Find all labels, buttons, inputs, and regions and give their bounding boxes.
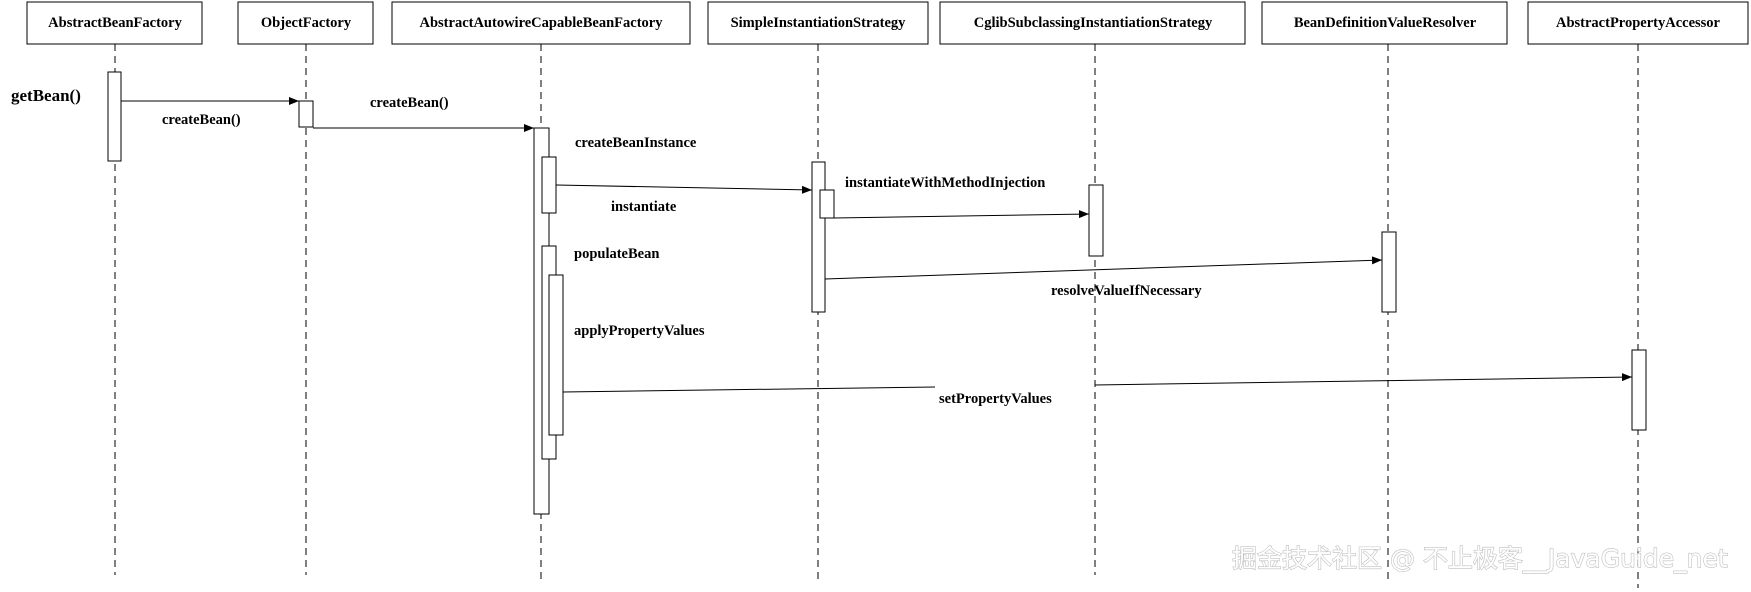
arrow-instantiate — [555, 184, 813, 194]
arrow-set-property-values — [562, 386, 936, 393]
message-label-create-bean-2: createBean() — [370, 95, 449, 111]
entry-call-label: getBean() — [11, 86, 81, 105]
activations — [107, 71, 1647, 515]
activation-cglib-subclassing-instantiation-strategy — [1088, 184, 1104, 257]
participant-label: AbstractBeanFactory — [48, 15, 182, 31]
participant-label: SimpleInstantiationStrategy — [731, 15, 907, 31]
message-label-create-bean-instance: createBeanInstance — [575, 135, 697, 151]
arrow-resolve-value-if-necessary — [824, 256, 1383, 280]
participant-object-factory: ObjectFactory — [237, 1, 374, 45]
participant-abstract-bean-factory: AbstractBeanFactory — [26, 1, 203, 45]
participant-label: AbstractAutowireCapableBeanFactory — [420, 15, 664, 31]
participants: AbstractBeanFactory ObjectFactory Abstra… — [26, 1, 1749, 45]
message-label-set-property-values: setPropertyValues — [939, 391, 1052, 407]
participant-abstract-autowire-capable-bean-factory: AbstractAutowireCapableBeanFactory — [391, 1, 691, 45]
participant-bean-definition-value-resolver: BeanDefinitionValueResolver — [1261, 1, 1508, 45]
message-label-create-bean-1: createBean() — [162, 112, 241, 128]
participant-abstract-property-accessor: AbstractPropertyAccessor — [1527, 1, 1749, 45]
message-label-instantiate-with-method-injection: instantiateWithMethodInjection — [845, 175, 1045, 191]
message-label-instantiate: instantiate — [611, 199, 677, 215]
participant-label: AbstractPropertyAccessor — [1556, 15, 1721, 31]
participant-label: ObjectFactory — [261, 15, 352, 31]
message-label-resolve-value-if-necessary: resolveValueIfNecessary — [1051, 283, 1202, 299]
activation-bean-definition-value-resolver — [1381, 231, 1397, 313]
lifelines — [114, 44, 1639, 588]
activation-simple-instantiation-strategy — [811, 161, 826, 313]
message-label-apply-property-values: applyPropertyValues — [574, 323, 705, 339]
activation-sis-nested — [819, 189, 835, 219]
participant-cglib-subclassing-instantiation-strategy: CglibSubclassingInstantiationStrategy — [939, 1, 1246, 45]
arrow-instantiate-with-method-injection — [833, 210, 1090, 219]
activation-aacbf-create-bean-instance — [541, 156, 557, 214]
participant-simple-instantiation-strategy: SimpleInstantiationStrategy — [707, 1, 929, 45]
arrow-set-property-values-tail — [1094, 373, 1633, 386]
participant-label: CglibSubclassingInstantiationStrategy — [974, 15, 1213, 31]
activation-abstract-bean-factory — [107, 71, 122, 162]
activation-object-factory — [298, 100, 314, 128]
message-arrows — [121, 97, 1633, 393]
watermark: 掘金技术社区 @ 不止极客__JavaGuide_net — [1232, 544, 1728, 573]
participant-label: BeanDefinitionValueResolver — [1294, 15, 1477, 31]
message-label-populate-bean: populateBean — [574, 246, 659, 262]
message-labels: createBean() createBean() createBeanInst… — [162, 95, 1202, 407]
activation-abstract-property-accessor — [1631, 349, 1647, 431]
activation-aacbf-apply-property-values — [548, 274, 564, 436]
